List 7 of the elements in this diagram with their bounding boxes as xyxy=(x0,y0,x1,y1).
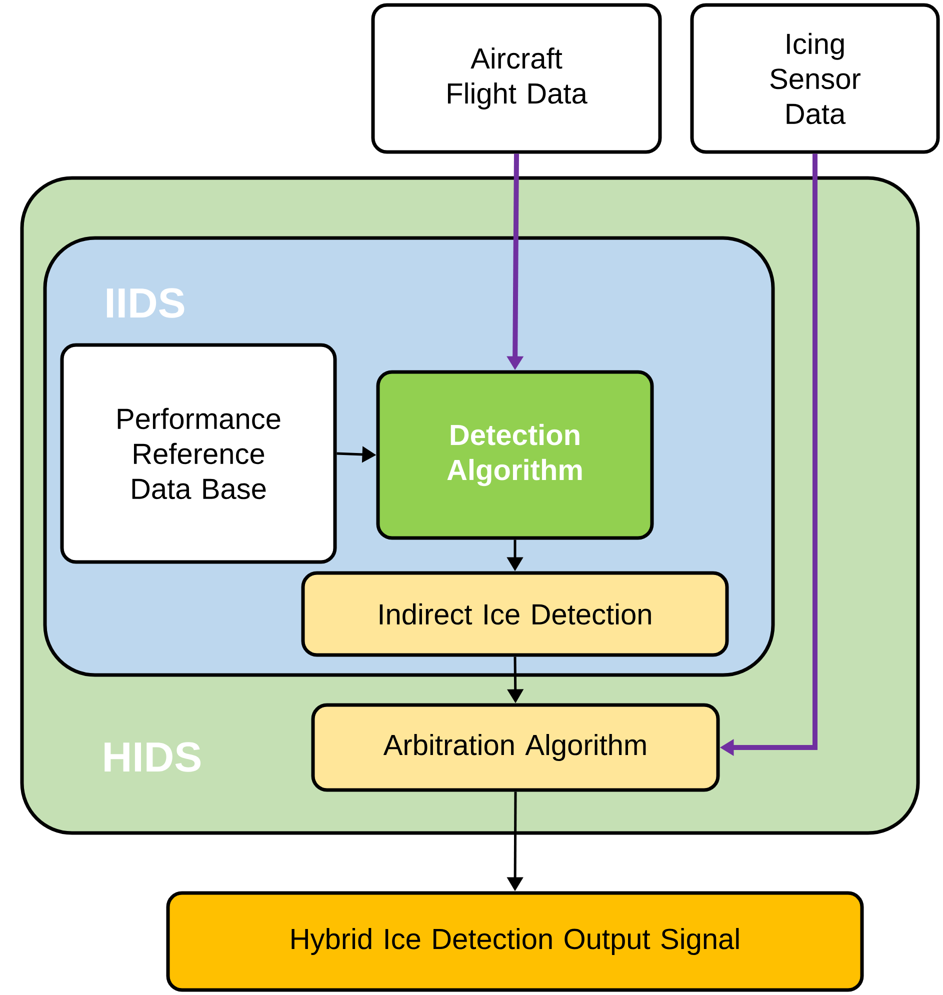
process-box: Arbitration Algorithm xyxy=(311,703,720,792)
process-box: Indirect Ice Detection xyxy=(301,571,729,657)
process-box: Detection Algorithm xyxy=(376,370,654,540)
input-box: Icing Sensor Data xyxy=(690,3,940,154)
database-box: Performance Reference Data Base xyxy=(60,343,337,564)
input-box: Aircraft Flight Data xyxy=(371,3,662,154)
output-box: Hybrid Ice Detection Output Signal xyxy=(166,891,864,992)
